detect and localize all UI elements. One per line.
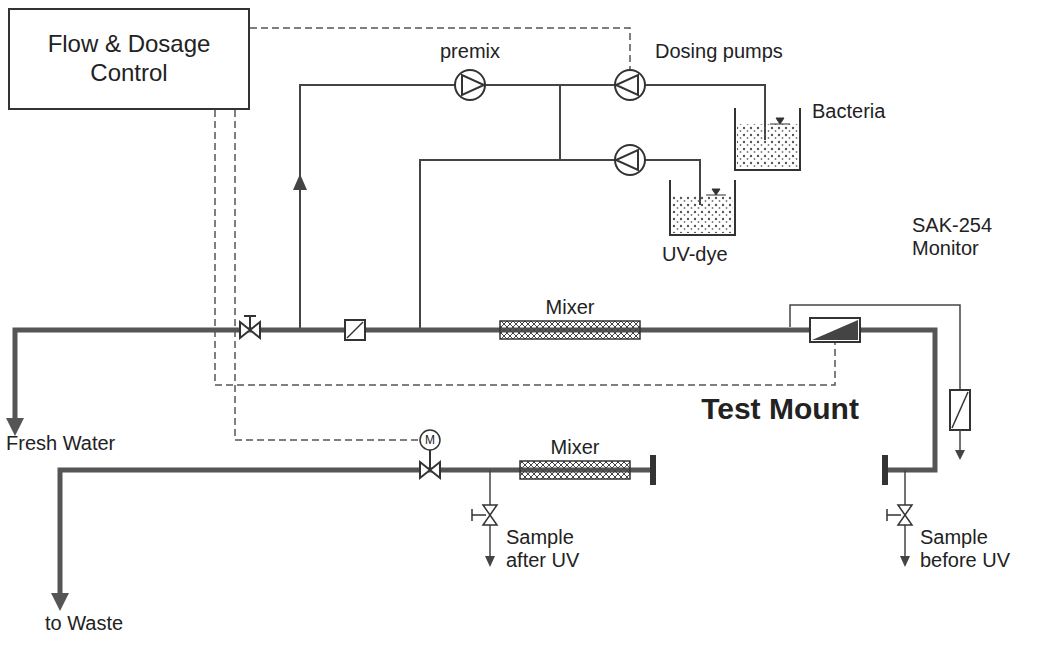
part-label: Mixer bbox=[525, 436, 625, 459]
pump-symbol bbox=[616, 150, 638, 170]
part-label: to Waste bbox=[45, 612, 165, 635]
flow-arrow bbox=[900, 556, 910, 567]
check-valve bbox=[347, 322, 363, 338]
beaker bbox=[670, 180, 735, 235]
flange bbox=[650, 455, 656, 485]
junction-line bbox=[559, 85, 561, 160]
valve-stem bbox=[244, 316, 256, 330]
part-label: Test Mount bbox=[690, 392, 870, 427]
part-label: Sample after UV bbox=[506, 526, 606, 572]
pumps bbox=[455, 70, 645, 175]
beaker-liquid bbox=[672, 195, 733, 233]
flow-arrow bbox=[293, 174, 307, 190]
pump-symbol bbox=[615, 70, 645, 100]
pump-symbol bbox=[455, 70, 485, 100]
part-label: Bacteria bbox=[812, 100, 922, 123]
valve-handle bbox=[887, 509, 901, 521]
pump-symbol bbox=[462, 75, 484, 95]
premix-line bbox=[485, 84, 615, 86]
part-label: UV-dye bbox=[662, 243, 762, 266]
part-label: Fresh Water bbox=[6, 432, 146, 455]
part-label: Mixer bbox=[520, 296, 620, 319]
flow-arrow bbox=[485, 556, 495, 567]
control-box: Flow & Dosage Control bbox=[8, 8, 250, 110]
part-label: premix bbox=[430, 40, 510, 63]
dosing-lines bbox=[300, 85, 765, 330]
flow-meter bbox=[810, 318, 860, 342]
level-mark bbox=[770, 118, 790, 124]
part-label: M bbox=[420, 432, 440, 448]
premix-line bbox=[300, 85, 455, 330]
valve-handle bbox=[472, 509, 486, 521]
pipe bbox=[60, 470, 653, 595]
flow-meter bbox=[812, 320, 858, 340]
valve-motor bbox=[420, 430, 440, 450]
flow-arrow bbox=[955, 450, 965, 460]
check-valve bbox=[345, 320, 365, 340]
signal-lines bbox=[215, 28, 835, 440]
part-label: Dosing pumps bbox=[655, 40, 805, 63]
box-text: Flow & Dosage Control bbox=[20, 30, 238, 88]
monitor-cell bbox=[952, 392, 968, 428]
flange bbox=[882, 455, 888, 485]
beaker bbox=[735, 108, 800, 170]
pump-symbol bbox=[615, 145, 645, 175]
monitor-drain bbox=[959, 430, 961, 452]
beaker-liquid bbox=[737, 124, 798, 168]
monitor-line bbox=[790, 305, 960, 390]
signal-line bbox=[250, 28, 630, 70]
level-mark bbox=[706, 189, 726, 195]
static-mixer bbox=[520, 461, 630, 479]
pipe bbox=[860, 330, 935, 470]
signal-line bbox=[235, 110, 420, 440]
flow-arrow bbox=[51, 593, 69, 611]
monitor-cell bbox=[950, 390, 970, 430]
signal-line bbox=[215, 110, 835, 385]
static-mixer bbox=[500, 321, 640, 339]
part-label: SAK-254 Monitor bbox=[912, 214, 1032, 260]
part-label: Sample before UV bbox=[920, 526, 1038, 572]
valve-stem bbox=[429, 450, 431, 470]
pump-symbol bbox=[616, 75, 638, 95]
main-pipes bbox=[15, 330, 935, 595]
pipe bbox=[15, 330, 810, 420]
